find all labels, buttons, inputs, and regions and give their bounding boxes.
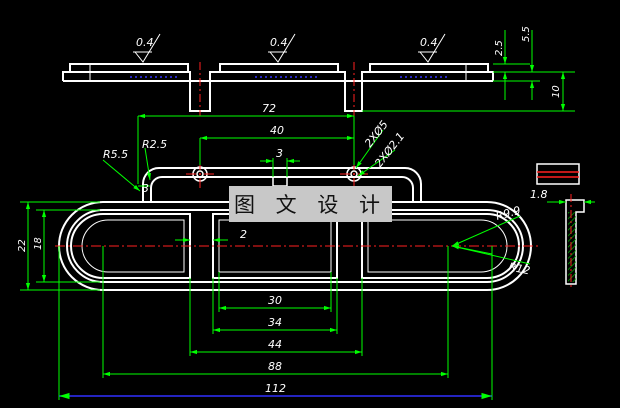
top-view-pad-middle — [219, 63, 339, 73]
roughness-label-1: 0.4 — [136, 36, 154, 49]
roughness-label-2: 0.4 — [270, 36, 288, 49]
top-view-centerlines — [199, 62, 355, 116]
leader-lines — [102, 129, 531, 265]
roughness-symbols — [133, 33, 446, 63]
dim-5-5: 5.5 — [521, 26, 532, 42]
top-view-pad-right — [369, 63, 489, 73]
top-view-pad-left — [69, 63, 189, 73]
dim-r12: R12 — [507, 260, 531, 277]
top-view-outline — [62, 71, 494, 112]
dim-72: 72 — [262, 102, 276, 115]
mounting-holes — [192, 166, 362, 182]
dim-44: 44 — [268, 338, 282, 351]
dim-r9-9: R9.9 — [494, 204, 522, 223]
side-view — [536, 163, 595, 290]
dim-34: 34 — [268, 316, 282, 329]
plan-view-bottom-dims — [58, 246, 493, 400]
dim-r5-5: R5.5 — [103, 148, 128, 161]
dim-2: 2 — [240, 228, 247, 241]
roughness-label-3: 0.4 — [420, 36, 438, 49]
dim-3-small: 3 — [142, 182, 149, 195]
top-view — [62, 63, 494, 112]
dim-1-8: 1.8 — [530, 188, 548, 201]
top-view-vertical-dims — [362, 30, 575, 112]
dim-3: 3 — [276, 147, 283, 160]
dim-2-5: 2.5 — [494, 40, 505, 56]
dim-88: 88 — [268, 360, 282, 373]
dim-r2-5: R2.5 — [142, 138, 167, 151]
plan-view-outline — [58, 167, 532, 291]
dim-30: 30 — [268, 294, 282, 307]
dim-40: 40 — [270, 124, 284, 137]
dim-18: 18 — [33, 237, 44, 250]
plan-view-left-dims — [20, 201, 100, 291]
plan-view-top-dims — [137, 113, 355, 184]
watermark-banner: 图 文 设 计 — [229, 186, 392, 222]
dim-112: 112 — [265, 382, 286, 395]
dim-10: 10 — [551, 85, 562, 98]
dim-22: 22 — [17, 239, 28, 252]
